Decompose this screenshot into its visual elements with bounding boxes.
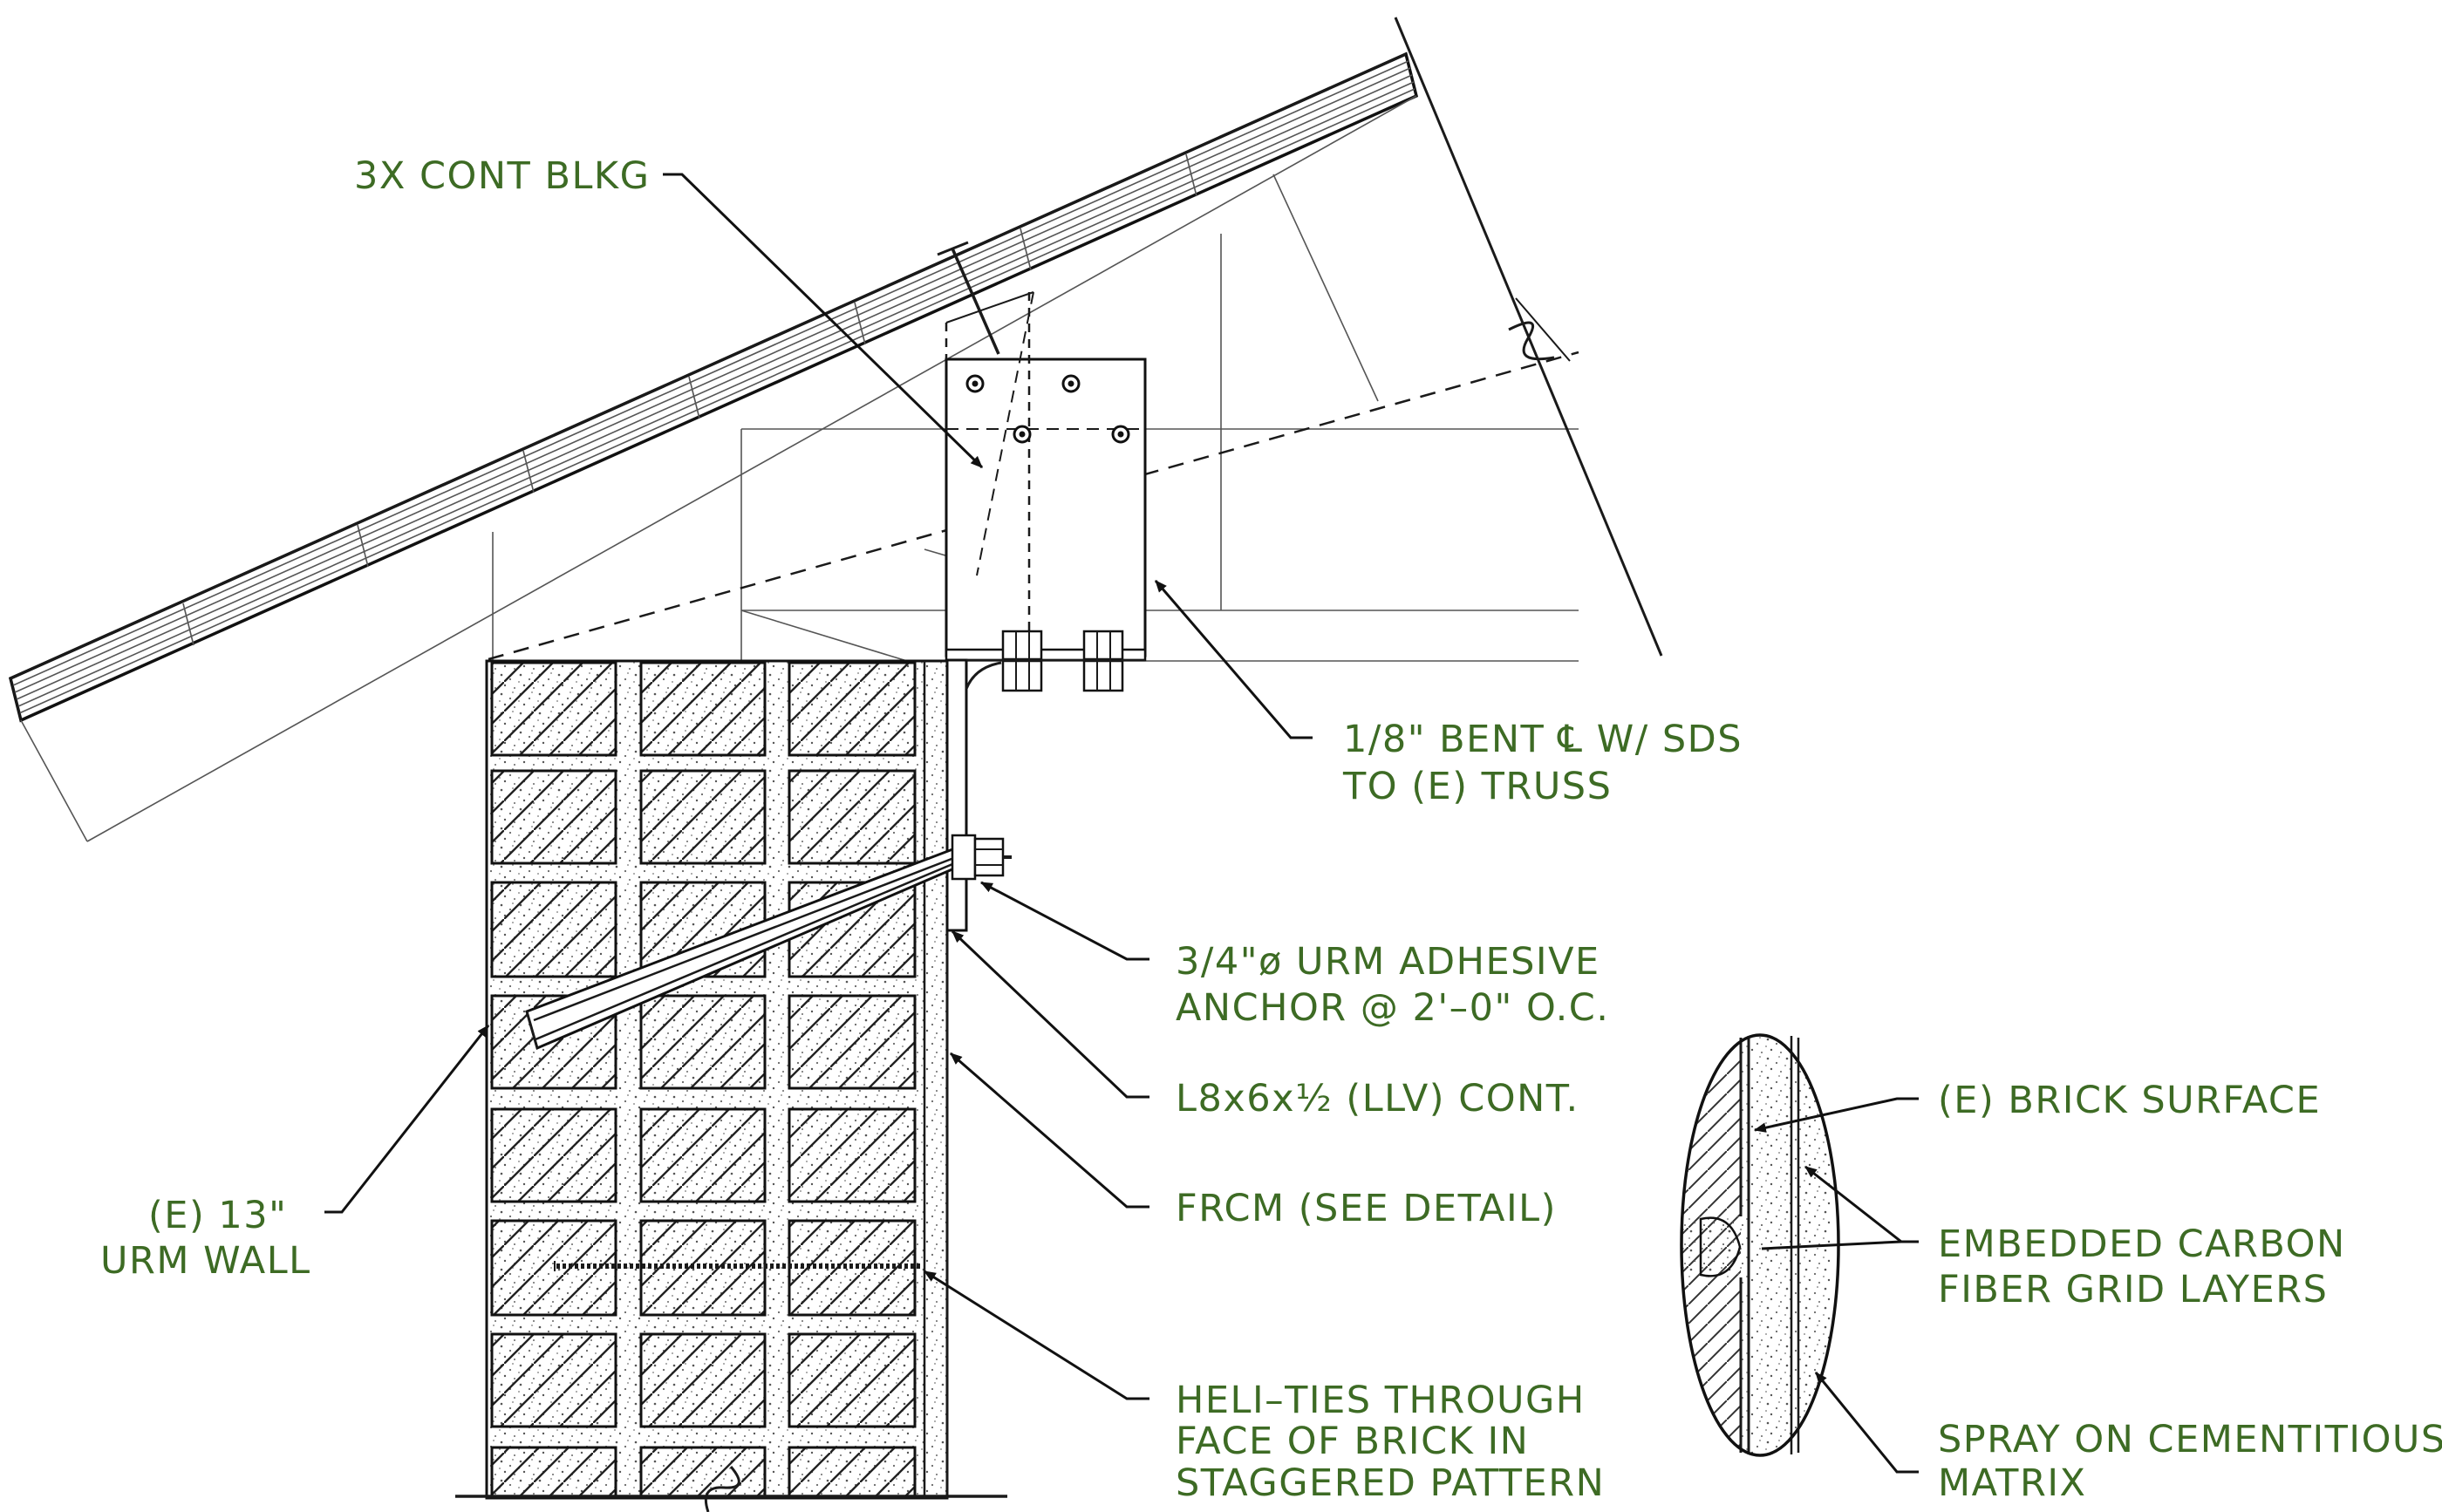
adhesive-anchor	[525, 834, 1012, 1051]
label-bent-plate-line2: TO (E) TRUSS	[1342, 765, 1612, 808]
label-heli-line3: STAGGERED PATTERN	[1176, 1461, 1605, 1505]
label-anchor-line2: ANCHOR @ 2'–0" O.C.	[1176, 986, 1609, 1030]
label-bent-plate-line1: 1/8" BENT ℄ W/ SDS	[1343, 718, 1743, 761]
label-angle: L8x6x½ (LLV) CONT.	[1176, 1077, 1579, 1120]
annotation-labels: 3X CONT BLKG 1/8" BENT ℄ W/ SDS TO (E) T…	[100, 154, 2442, 1505]
label-wall-line2: URM WALL	[100, 1239, 311, 1283]
label-brick-surface: (E) BRICK SURFACE	[1938, 1079, 2321, 1122]
label-carbon-line1: EMBEDDED CARBON	[1938, 1223, 2346, 1266]
bent-plate	[937, 241, 1147, 692]
label-anchor-line1: 3/4"ø URM ADHESIVE	[1176, 940, 1600, 984]
roof-assembly	[8, 51, 1419, 842]
steel-angle	[945, 658, 1145, 932]
label-blocking: 3X CONT BLKG	[354, 154, 650, 198]
label-carbon-line2: FIBER GRID LAYERS	[1938, 1268, 2328, 1311]
label-frcm: FRCM (SEE DETAIL)	[1176, 1187, 1557, 1230]
label-heli-line2: FACE OF BRICK IN	[1176, 1420, 1529, 1463]
label-spray-line2: MATRIX	[1938, 1461, 2086, 1505]
leader-lines	[324, 173, 1919, 1474]
label-heli-line1: HELI–TIES THROUGH	[1176, 1379, 1586, 1422]
label-spray-line1: SPRAY ON CEMENTITIOUS	[1938, 1418, 2442, 1461]
label-wall-line1: (E) 13"	[148, 1194, 287, 1237]
urm-wall	[455, 659, 1007, 1512]
